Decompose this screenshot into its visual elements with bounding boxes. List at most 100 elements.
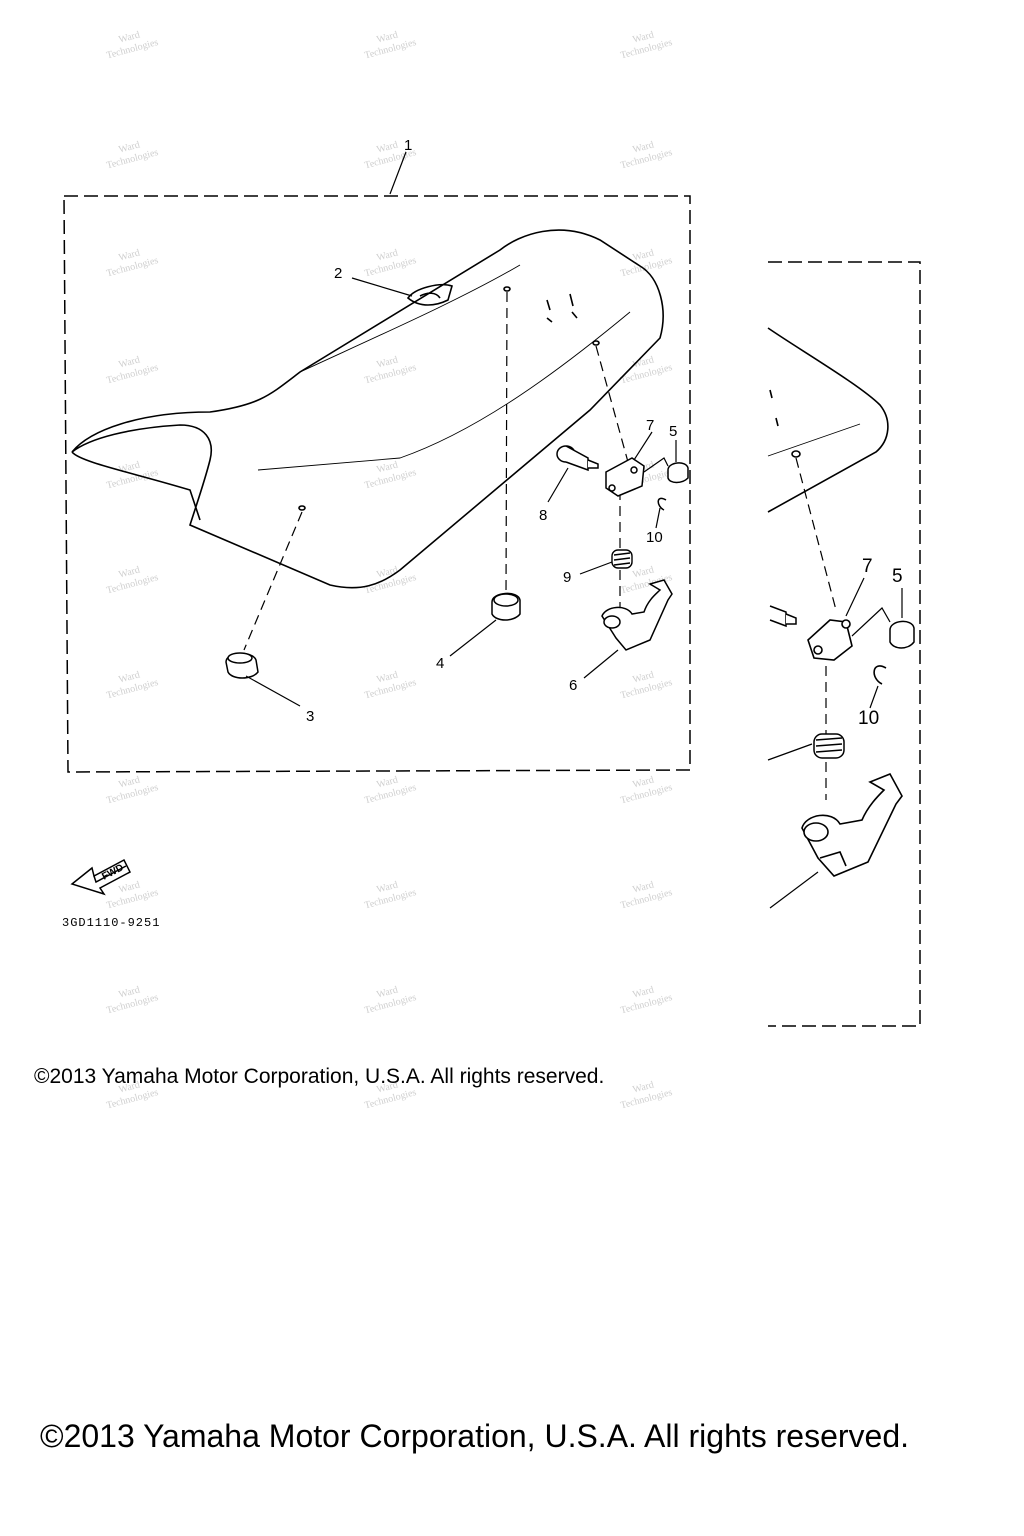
detail-spring <box>813 733 845 759</box>
leader-lines <box>245 151 661 707</box>
copyright-notice-large: ©2013 Yamaha Motor Corporation, U.S.A. A… <box>40 1418 910 1454</box>
svg-text:Ward: Ward <box>118 248 142 264</box>
callout-5: 5 <box>669 423 677 440</box>
detail-leader-10 <box>869 685 879 709</box>
detail-assembly-lines <box>795 457 837 800</box>
svg-text:Ward: Ward <box>632 30 656 46</box>
callouts-detail: 7 5 10 <box>858 556 903 729</box>
svg-text:Ward: Ward <box>376 140 400 156</box>
svg-text:Ward: Ward <box>632 248 656 264</box>
svg-text:Ward: Ward <box>376 248 400 264</box>
callout-1: 1 <box>404 137 412 154</box>
svg-text:Ward: Ward <box>632 355 656 371</box>
assembly-lines <box>243 291 629 651</box>
callout-4: 4 <box>436 655 444 672</box>
detail-latch <box>801 772 903 877</box>
part-4-damper <box>491 592 521 621</box>
detail-leader-7 <box>845 577 865 617</box>
svg-text:Ward: Ward <box>118 1080 142 1096</box>
seat <box>71 229 664 589</box>
detail-latch-leader <box>769 871 819 909</box>
svg-text:Ward: Ward <box>118 565 142 581</box>
svg-text:Ward: Ward <box>118 880 142 896</box>
part-8-bolt <box>556 445 599 472</box>
svg-text:Ward: Ward <box>376 985 400 1001</box>
svg-text:Ward: Ward <box>376 670 400 686</box>
detail-callout-7: 7 <box>862 556 873 577</box>
callout-9: 9 <box>563 569 571 586</box>
part-9-spring <box>611 549 633 569</box>
callout-10: 10 <box>646 529 663 546</box>
svg-text:Ward: Ward <box>376 1080 400 1096</box>
callouts-main: 1 2 3 4 5 6 7 8 9 10 <box>306 137 677 725</box>
part-3-grommet <box>225 652 259 679</box>
svg-text:Ward: Ward <box>118 775 142 791</box>
svg-text:Ward: Ward <box>376 565 400 581</box>
svg-text:Ward: Ward <box>118 140 142 156</box>
callout-2: 2 <box>334 265 342 282</box>
svg-text:Ward: Ward <box>376 460 400 476</box>
callout-8: 8 <box>539 507 547 524</box>
detail-link-5 <box>851 607 891 637</box>
detail-callout-10: 10 <box>858 708 879 729</box>
svg-text:Ward: Ward <box>632 775 656 791</box>
svg-text:Ward: Ward <box>632 1080 656 1096</box>
detail-bracket <box>807 619 853 661</box>
svg-text:Ward: Ward <box>632 670 656 686</box>
part-5-grommet <box>667 462 689 484</box>
detail-bolt <box>769 605 797 628</box>
svg-text:Ward: Ward <box>632 565 656 581</box>
svg-text:Ward: Ward <box>376 355 400 371</box>
svg-text:Ward: Ward <box>376 30 400 46</box>
svg-text:Ward: Ward <box>118 985 142 1001</box>
callout-6: 6 <box>569 677 577 694</box>
detail-callout-5: 5 <box>892 566 903 587</box>
detail-frame <box>768 261 921 1027</box>
detail-clip-10 <box>873 665 887 685</box>
detail-grommet-5 <box>889 620 915 649</box>
svg-text:Ward: Ward <box>632 880 656 896</box>
part-10-clip <box>657 497 667 511</box>
detail-view <box>767 327 889 513</box>
copyright-notice-small: ©2013 Yamaha Motor Corporation, U.S.A. A… <box>34 1065 605 1088</box>
svg-text:Ward: Ward <box>118 670 142 686</box>
link-5 <box>643 457 669 473</box>
svg-text:Ward: Ward <box>376 880 400 896</box>
svg-text:Ward: Ward <box>376 775 400 791</box>
drawing-code: 3GD1110-9251 <box>62 916 160 930</box>
svg-text:Ward: Ward <box>632 140 656 156</box>
svg-text:Ward: Ward <box>118 355 142 371</box>
callout-7: 7 <box>646 417 654 434</box>
part-6-latch <box>601 579 673 651</box>
part-7-bracket <box>605 457 645 497</box>
detail-spring-leader <box>767 743 813 761</box>
svg-text:Ward: Ward <box>632 985 656 1001</box>
main-frame <box>63 195 691 773</box>
svg-text:Ward: Ward <box>118 30 142 46</box>
fwd-arrow-icon <box>70 858 131 896</box>
